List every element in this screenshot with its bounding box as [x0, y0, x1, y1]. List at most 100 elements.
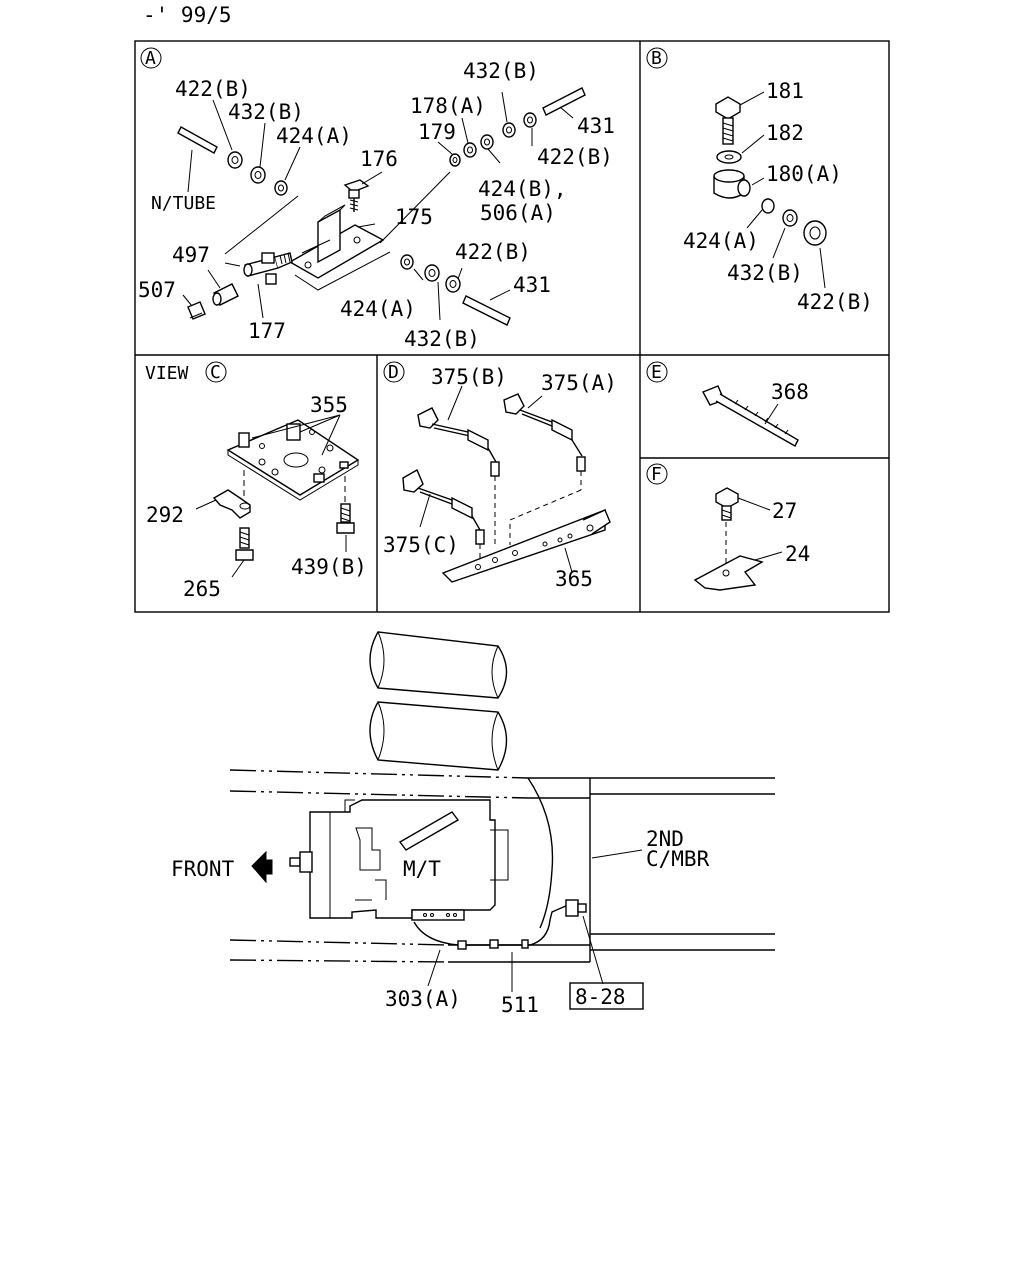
panel-c-marker: C — [210, 362, 221, 383]
panel-c: VIEW C — [145, 361, 367, 601]
cable-tie-368 — [702, 385, 799, 447]
sleeve-432b-b — [782, 209, 798, 227]
label-265: 265 — [183, 577, 221, 601]
panel-b-marker: B — [651, 48, 662, 69]
sleeve-432b-top — [502, 122, 516, 138]
panel-b: B 181 182 180(A) 424(A) 432(B) — [646, 47, 873, 314]
panel-e-marker: E — [651, 362, 662, 383]
label-424a-a1: 424(A) — [276, 124, 352, 148]
sensor-harness — [413, 899, 587, 950]
bolt-439b — [336, 476, 355, 534]
panel-a-marker: A — [145, 48, 156, 69]
header-note: -' 99/5 — [143, 3, 232, 27]
panel-e: E 368 — [646, 361, 809, 447]
label-497: 497 — [172, 243, 210, 267]
harness-375a — [503, 393, 586, 545]
air-tank-upper — [369, 631, 508, 699]
label-432b-a3: 432(B) — [404, 327, 480, 351]
insert-424b — [480, 134, 494, 150]
label-355: 355 — [310, 393, 348, 417]
label-181: 181 — [766, 79, 804, 103]
label-175: 175 — [395, 205, 433, 229]
label-431-a1: 431 — [577, 114, 615, 138]
label-177: 177 — [248, 319, 286, 343]
bolt-265 — [235, 470, 254, 561]
label-422b-a3: 422(B) — [455, 240, 531, 264]
harness-375b — [417, 407, 500, 545]
label-506a: 506(A) — [480, 201, 556, 225]
label-180a: 180(A) — [766, 162, 842, 186]
harness-375c — [402, 469, 485, 560]
label-182: 182 — [766, 121, 804, 145]
panel-a: A — [138, 47, 615, 351]
tee-connector-177 — [243, 252, 293, 285]
nut-178a — [463, 142, 477, 158]
nylon-tube-431-low — [462, 295, 511, 326]
sensor-bracket-365 — [441, 508, 611, 583]
label-375a: 375(A) — [541, 371, 617, 395]
insert-424a-b — [761, 198, 775, 214]
sleeve-432b — [250, 166, 266, 184]
washer-179 — [449, 153, 461, 167]
front-label: FRONT — [171, 857, 235, 881]
label-176: 176 — [360, 147, 398, 171]
label-424a-b: 424(A) — [683, 229, 759, 253]
panel-c-view-text: VIEW — [145, 363, 189, 384]
label-292: 292 — [146, 503, 184, 527]
label-432b-a1: 432(B) — [228, 100, 304, 124]
bolt-176 — [343, 179, 370, 212]
panel-frames — [134, 40, 890, 613]
callout-303a: 303(A) — [385, 987, 461, 1011]
transmission — [289, 799, 509, 921]
air-tank-lower — [369, 701, 508, 771]
front-arrow-icon — [251, 850, 273, 884]
bracket-175 — [288, 204, 385, 279]
label-422b-a1: 422(B) — [175, 77, 251, 101]
sleeve-432b-low — [424, 264, 440, 282]
label-27: 27 — [772, 499, 797, 523]
label-n-tube: N/TUBE — [151, 193, 216, 214]
label-24: 24 — [785, 542, 810, 566]
clip-292 — [212, 489, 251, 519]
insert-424a — [274, 180, 288, 196]
label-424b: 424(B), — [478, 177, 567, 201]
label-179: 179 — [418, 120, 456, 144]
bracket-24 — [693, 555, 764, 591]
label-507: 507 — [138, 278, 176, 302]
ref-box-frame — [569, 982, 644, 1010]
panel-f-marker: F — [651, 464, 662, 485]
label-432b-a2: 432(B) — [463, 59, 539, 83]
label-375b: 375(B) — [431, 365, 507, 389]
member-label-2: C/MBR — [646, 847, 710, 871]
transmission-label: M/T — [403, 857, 441, 881]
label-432b-b: 432(B) — [727, 261, 803, 285]
nylon-tube-left — [177, 126, 218, 154]
label-422b-b: 422(B) — [797, 290, 873, 314]
panel-d: D — [383, 361, 617, 591]
label-439b: 439(B) — [291, 555, 367, 579]
bolt-27 — [715, 487, 739, 568]
label-368: 368 — [771, 380, 809, 404]
panel-d-marker: D — [388, 362, 399, 383]
washer-182 — [716, 150, 742, 164]
ref-box-label: 8-28 — [575, 985, 626, 1009]
nut-422b-top — [523, 112, 537, 128]
chassis-view: FRONT M/T 2ND C/MBR 303(A) 511 8-28 — [171, 631, 775, 1017]
nut-422b-b — [803, 220, 827, 246]
mounting-plate-355 — [226, 419, 360, 501]
member-label-1: 2ND — [646, 827, 684, 851]
callout-511: 511 — [501, 993, 539, 1017]
label-424a-a2: 424(A) — [340, 297, 416, 321]
nylon-tube-431-top — [542, 87, 586, 116]
union-180a — [713, 169, 751, 199]
plug-507 — [187, 301, 206, 320]
label-422b-a2: 422(B) — [537, 145, 613, 169]
label-365: 365 — [555, 567, 593, 591]
nut-422b-low — [445, 275, 461, 293]
fitting-nut-422b — [227, 151, 243, 169]
bolt-181 — [715, 96, 741, 145]
connector-497 — [212, 283, 239, 306]
panel-f: F 27 24 — [646, 463, 810, 591]
insert-424a-low — [400, 254, 414, 270]
